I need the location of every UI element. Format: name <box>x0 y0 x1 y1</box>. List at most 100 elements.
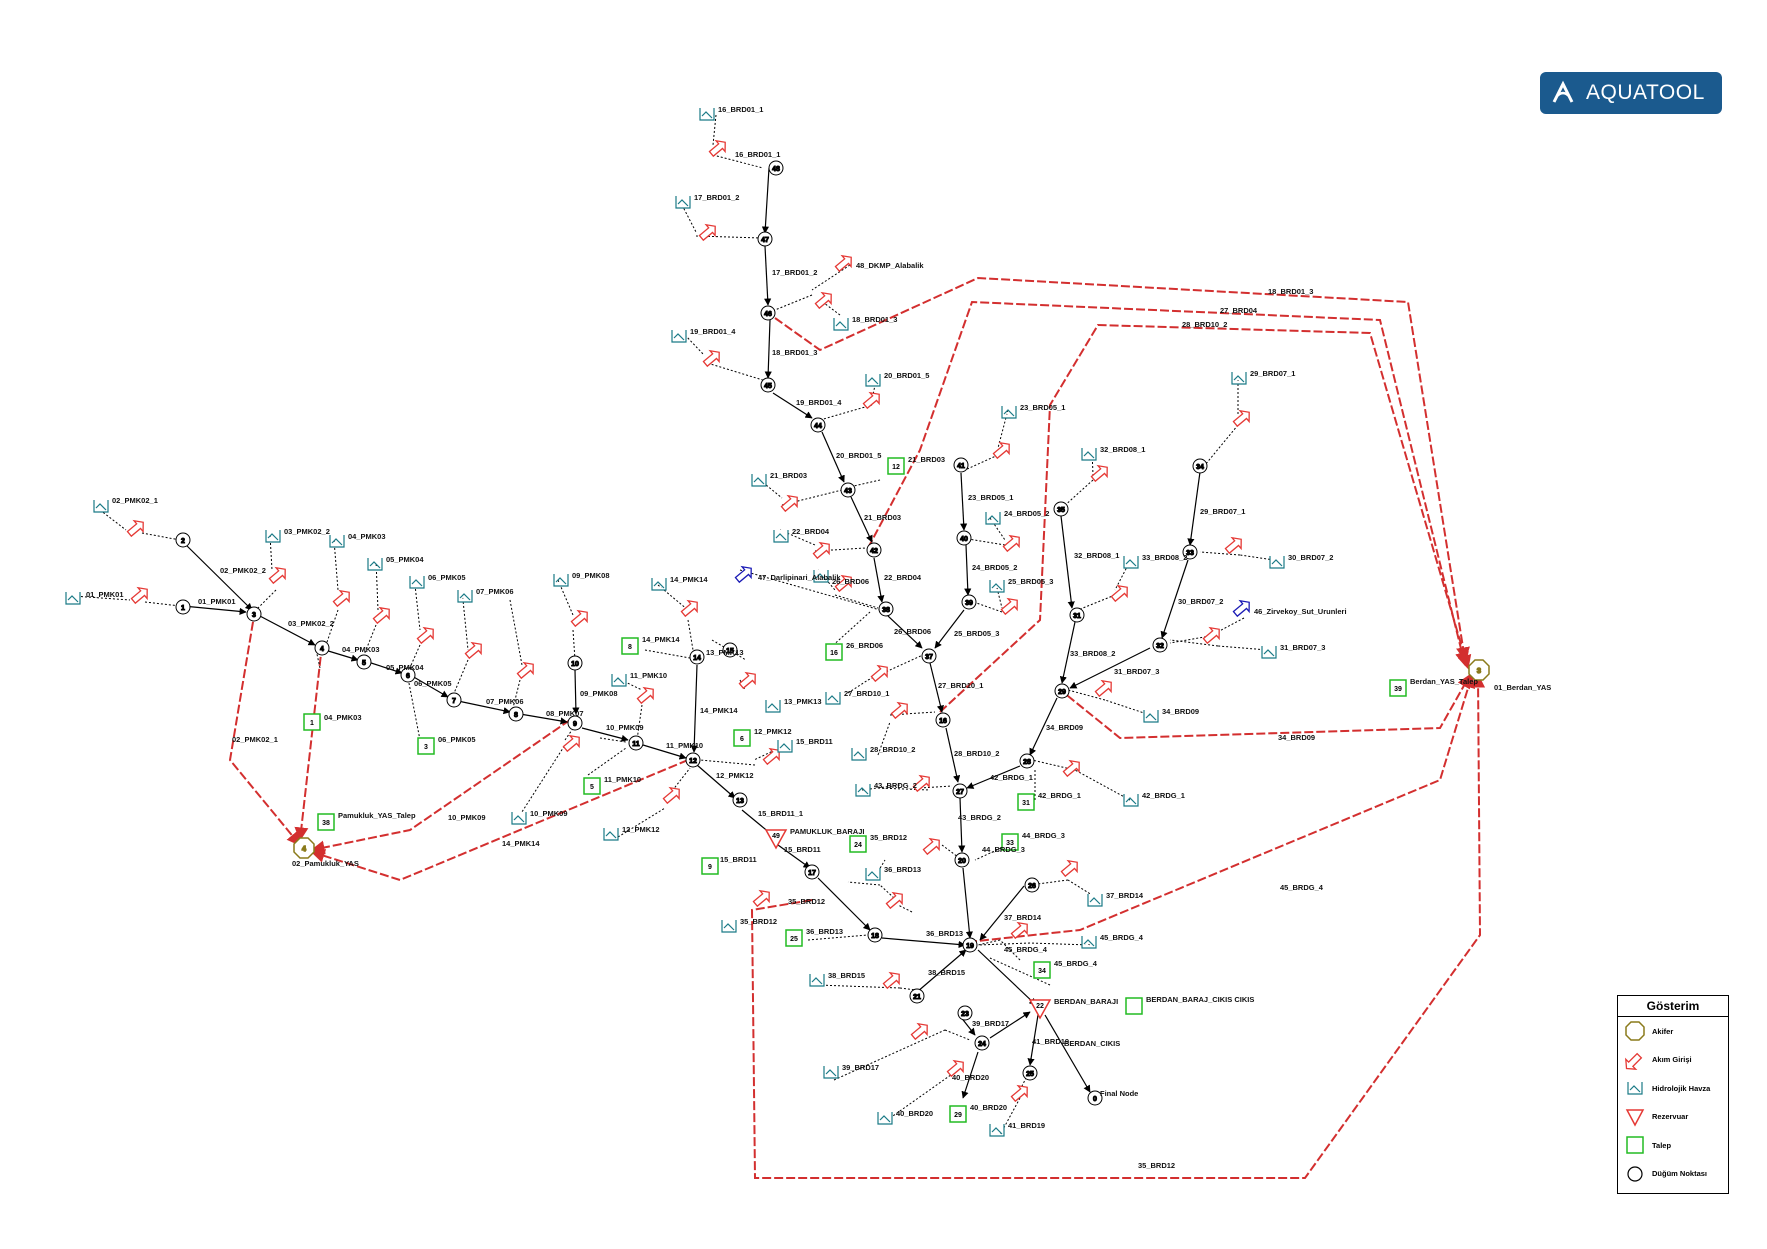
return-link-34_BRD09 <box>1057 673 1471 740</box>
reservoir-triangle-icon <box>1625 1109 1645 1127</box>
return-link-14_PMK14 <box>310 759 689 882</box>
flow-label-45_BRDG_4: 45_BRDG_4 <box>1004 945 1048 954</box>
reservoir-label-22: BERDAN_BARAJI <box>1054 997 1118 1006</box>
node-46: 46 <box>760 305 776 321</box>
demand-square-icon <box>1626 1136 1644 1154</box>
basin-6 <box>409 576 425 589</box>
legend-item-inflow: Akım Girişi <box>1618 1046 1728 1075</box>
inflow-32 <box>1090 464 1108 483</box>
node-18: 18 <box>867 927 883 943</box>
inflow-13 <box>738 671 756 690</box>
flow-label-30_BRD07_2: 30_BRD07_2 <box>1178 597 1223 606</box>
node-14: 14 <box>689 649 705 665</box>
aquifer-octagon-icon <box>1625 1021 1645 1041</box>
link-39-37 <box>934 609 965 649</box>
return-link-02_PMK02_1 <box>228 609 301 847</box>
svg-text:18: 18 <box>871 933 879 940</box>
return-link-18_BRD01_3 <box>774 276 1470 662</box>
link-22-0 <box>1044 1014 1091 1093</box>
node-2: 2 <box>175 532 191 548</box>
basin-11 <box>611 674 627 687</box>
link-48-47 <box>761 167 770 234</box>
demand-39 <box>1389 679 1407 697</box>
junction-nodes: 2 1 3 4 5 6 7 8 9 10 11 12 13 14 15 17 1… <box>175 160 1208 1106</box>
legend-item-aquifer: Akifer <box>1618 1017 1728 1046</box>
aquifer-4: 4 <box>293 837 315 859</box>
basin-31 <box>1261 646 1277 659</box>
demand-8 <box>621 637 639 655</box>
reservoir-label-49: PAMUKLUK_BARAJI <box>790 827 864 836</box>
inflow-11 <box>636 686 654 705</box>
basin-9 <box>553 574 569 587</box>
link-20-19 <box>962 867 973 939</box>
return-link-10_PMK09 <box>310 719 571 855</box>
svg-text:7: 7 <box>452 698 456 705</box>
basin-label-31: 31_BRD07_3 <box>1280 643 1325 652</box>
node-45: 45 <box>760 377 776 393</box>
demand-31 <box>1017 793 1035 811</box>
basin-label-12: 12_PMK12 <box>622 825 660 834</box>
svg-text:26: 26 <box>1028 883 1036 890</box>
svg-text:4: 4 <box>302 846 306 853</box>
flow-label-04_PMK03: 04_PMK03 <box>342 645 380 654</box>
basin-label-22: 22_BRD04 <box>792 527 830 536</box>
special-47 <box>734 565 752 584</box>
inflow-3 <box>268 566 286 585</box>
svg-text:9: 9 <box>708 864 712 871</box>
svg-text:39: 39 <box>965 600 973 607</box>
basin-label-32: 32_BRD08_1 <box>1100 445 1145 454</box>
flow-label-34_BRD09: 34_BRD09 <box>1046 723 1083 732</box>
return-label-14_PMK14: 14_PMK14 <box>502 839 540 848</box>
link-17-18 <box>817 877 871 931</box>
svg-text:9: 9 <box>573 721 577 728</box>
aquifer-label-4: 02_Pamukluk_YAS <box>292 859 359 868</box>
node-10: 10 <box>567 655 583 671</box>
link-49-17 <box>777 844 811 869</box>
inflow-39 <box>910 1022 928 1041</box>
svg-text:45: 45 <box>764 383 772 390</box>
special-label-47: 47_Darlipinari_Alabalik <box>758 573 841 582</box>
return-label-35_BRD12: 35_BRD12 <box>1138 1161 1175 1170</box>
demand-3 <box>417 737 435 755</box>
node-43: 43 <box>840 482 856 498</box>
inflow-28 <box>890 701 908 720</box>
basin-label-20: 20_BRD01_5 <box>884 371 929 380</box>
inflow-44 <box>922 837 940 856</box>
basin-29 <box>1231 372 1247 385</box>
svg-text:4: 4 <box>320 646 324 653</box>
svg-text:17: 17 <box>808 870 816 877</box>
basin-label-18: 18_BRD01_3 <box>852 315 897 324</box>
basin-14 <box>651 578 667 591</box>
link-10-9 <box>572 669 580 715</box>
node-33: 33 <box>1182 544 1198 560</box>
special-label-46: 46_Zirvekoy_Sut_Urunleri <box>1254 607 1347 616</box>
svg-text:31: 31 <box>1022 800 1030 807</box>
link-43-42 <box>850 496 873 543</box>
return-links <box>228 276 1486 1179</box>
node-11: 11 <box>628 735 644 751</box>
node-42: 42 <box>866 542 882 558</box>
inflow-14 <box>680 599 698 618</box>
node-44: 44 <box>810 417 826 433</box>
inflow-9 <box>570 609 588 628</box>
svg-text:19: 19 <box>966 943 974 950</box>
svg-text:38: 38 <box>322 820 330 827</box>
svg-text:33: 33 <box>1186 550 1194 557</box>
svg-text:42: 42 <box>870 548 878 555</box>
node-5: 5 <box>356 654 372 670</box>
basin-label-29: 29_BRD07_1 <box>1250 369 1295 378</box>
basin-16 <box>699 108 715 121</box>
legend-item-reservoir: Rezervuar <box>1618 1103 1728 1132</box>
svg-text:6: 6 <box>406 673 410 680</box>
basin-20 <box>865 374 881 387</box>
basin-35 <box>721 920 737 933</box>
link-27-20 <box>958 797 966 853</box>
return-label-27_BRD04: 27_BRD04 <box>1220 306 1258 315</box>
aquatool-logo-icon <box>1552 80 1574 103</box>
link-4-5 <box>324 649 359 662</box>
basin-36 <box>865 868 881 881</box>
special-label-48: 48_DKMP_Alabalik <box>856 261 924 270</box>
svg-text:8: 8 <box>514 712 518 719</box>
node-4: 4 <box>314 640 330 656</box>
